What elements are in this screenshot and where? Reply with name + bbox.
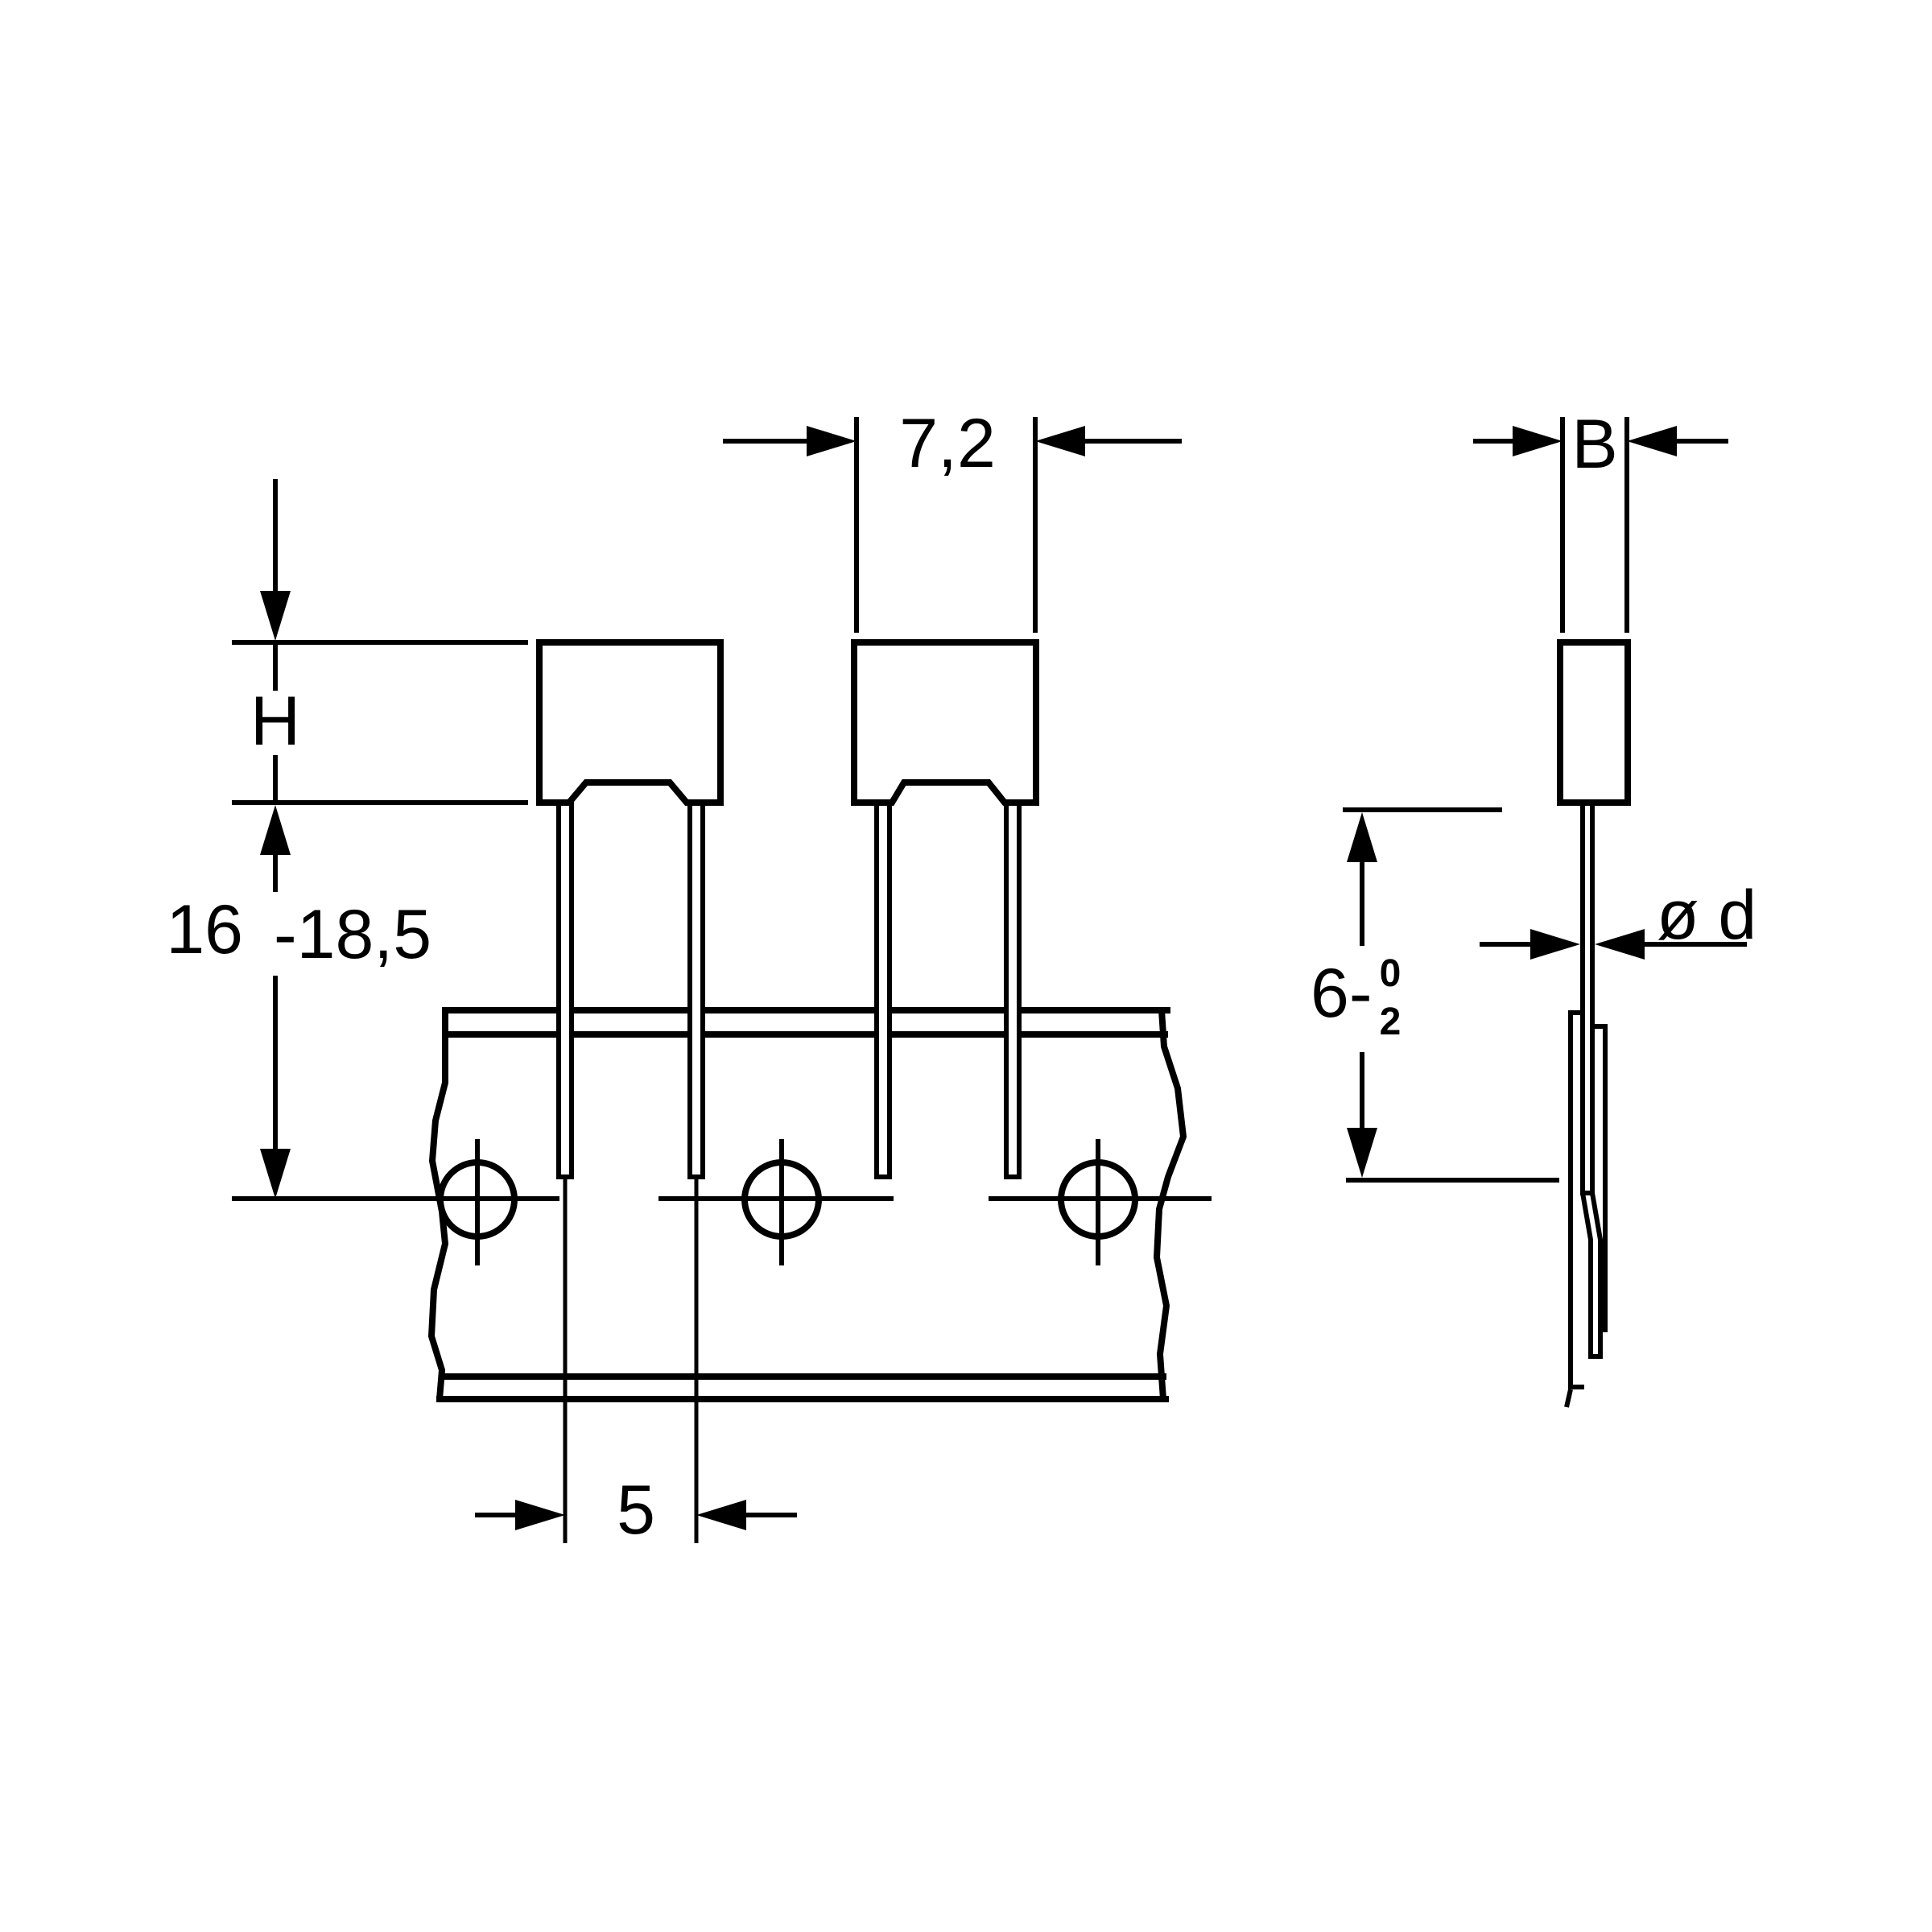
body-thickness-arrowhead-left [1513, 426, 1563, 456]
body-width-label: 7,2 [899, 405, 996, 482]
sprocket-holes [232, 1139, 1212, 1265]
hole-offset-arrowhead-up [1347, 812, 1377, 862]
dimension-body-thickness: B [1473, 406, 1728, 633]
wire-diameter-label: ø d [1657, 877, 1757, 954]
hole-offset-arrowhead-down [1347, 1128, 1377, 1178]
body-width-arrowhead-left [807, 426, 857, 456]
lead-length-arrowhead-down [260, 1149, 291, 1199]
hole-offset-tolerance-lower: 2 [1380, 1001, 1402, 1043]
lead-length-min-label: 16 [166, 891, 243, 968]
body-width-arrowhead-right [1035, 426, 1085, 456]
dimension-hole-offset: 6- 0 2 [1311, 807, 1559, 1183]
lead-side-kink-right [1590, 1192, 1603, 1359]
tape-side-section [1564, 1010, 1608, 1408]
tape-torn-edge-right [1154, 1007, 1187, 1402]
lead-pitch-label: 5 [617, 1472, 655, 1549]
component-lead-2 [687, 793, 705, 1179]
tape-side-bottom-foot [1564, 1389, 1573, 1408]
hole-offset-tolerance-upper: 0 [1380, 952, 1402, 995]
lead-side-kink-left [1580, 1192, 1593, 1359]
wire-diameter-arrowhead-right [1595, 929, 1645, 960]
lead-length-arrowhead-up [260, 805, 291, 855]
lead-pitch-arrowhead-right [696, 1500, 746, 1530]
capacitor-body-front-2 [851, 639, 1039, 806]
wire-diameter-arrowhead-left [1530, 929, 1580, 960]
height-label: H [250, 683, 300, 760]
capacitor-body-front-1 [536, 639, 724, 806]
side-view [1557, 639, 1631, 1408]
height-arrowhead-down [260, 591, 291, 641]
capacitor-body-side [1557, 639, 1631, 806]
component-lead-4 [1004, 793, 1022, 1179]
dimension-lead-pitch: 5 [475, 1177, 797, 1549]
capacitor-bodies-front [536, 639, 1039, 806]
component-lead-1 [556, 793, 574, 1179]
body-thickness-label: B [1571, 406, 1617, 483]
hole-offset-value-label: 6- [1311, 955, 1372, 1032]
dimension-height-and-lead-length: H 16 -18,5 [166, 479, 528, 1199]
component-lead-3 [874, 793, 892, 1179]
tape-torn-edge-left [428, 1007, 448, 1402]
dimension-wire-diameter: ø d [1480, 877, 1757, 960]
lead-length-max-label: -18,5 [274, 896, 431, 973]
component-lead-side [1580, 795, 1595, 1195]
body-thickness-arrowhead-right [1627, 426, 1677, 456]
lead-pitch-arrowhead-left [515, 1500, 565, 1530]
dimension-body-width: 7,2 [723, 405, 1182, 633]
